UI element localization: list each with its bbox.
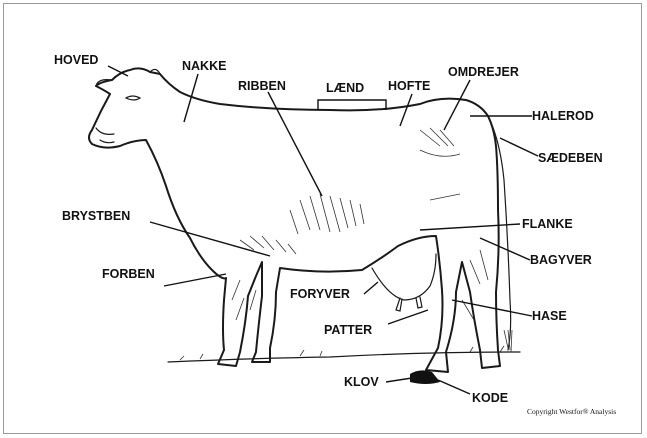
label-kode: KODE xyxy=(472,391,508,405)
leg-shading xyxy=(232,250,488,320)
label-brystben: BRYSTBEN xyxy=(62,209,130,223)
cow-eye xyxy=(126,96,140,100)
label-laend: LÆND xyxy=(326,81,364,95)
hip-shading xyxy=(420,128,460,200)
hoof-fill xyxy=(410,370,440,384)
copyright-notice: Copyright Westfor® Analysis xyxy=(527,407,616,416)
label-klov: KLOV xyxy=(344,375,379,389)
laend-bracket xyxy=(318,100,386,110)
label-patter: PATTER xyxy=(324,323,372,337)
label-forben: FORBEN xyxy=(102,267,155,281)
label-hofte: HOFTE xyxy=(388,79,430,93)
label-flanke: FLANKE xyxy=(522,217,573,231)
label-bagyver: BAGYVER xyxy=(530,253,592,267)
label-nakke: NAKKE xyxy=(182,59,226,73)
label-halerod: HALEROD xyxy=(532,109,594,123)
leader-lines xyxy=(108,66,538,394)
label-omdrejer: OMDREJER xyxy=(448,65,519,79)
rib-shading xyxy=(290,194,364,234)
label-hase: HASE xyxy=(532,309,567,323)
label-foryver: FORYVER xyxy=(290,287,350,301)
udder-outline xyxy=(372,254,436,300)
label-ribben: RIBBEN xyxy=(238,79,286,93)
label-hoved: HOVED xyxy=(54,53,98,67)
cow-outline xyxy=(89,68,500,372)
label-saedeben: SÆDEBEN xyxy=(538,151,603,165)
cow-muzzle xyxy=(96,128,114,143)
brisket-shading xyxy=(240,236,296,254)
